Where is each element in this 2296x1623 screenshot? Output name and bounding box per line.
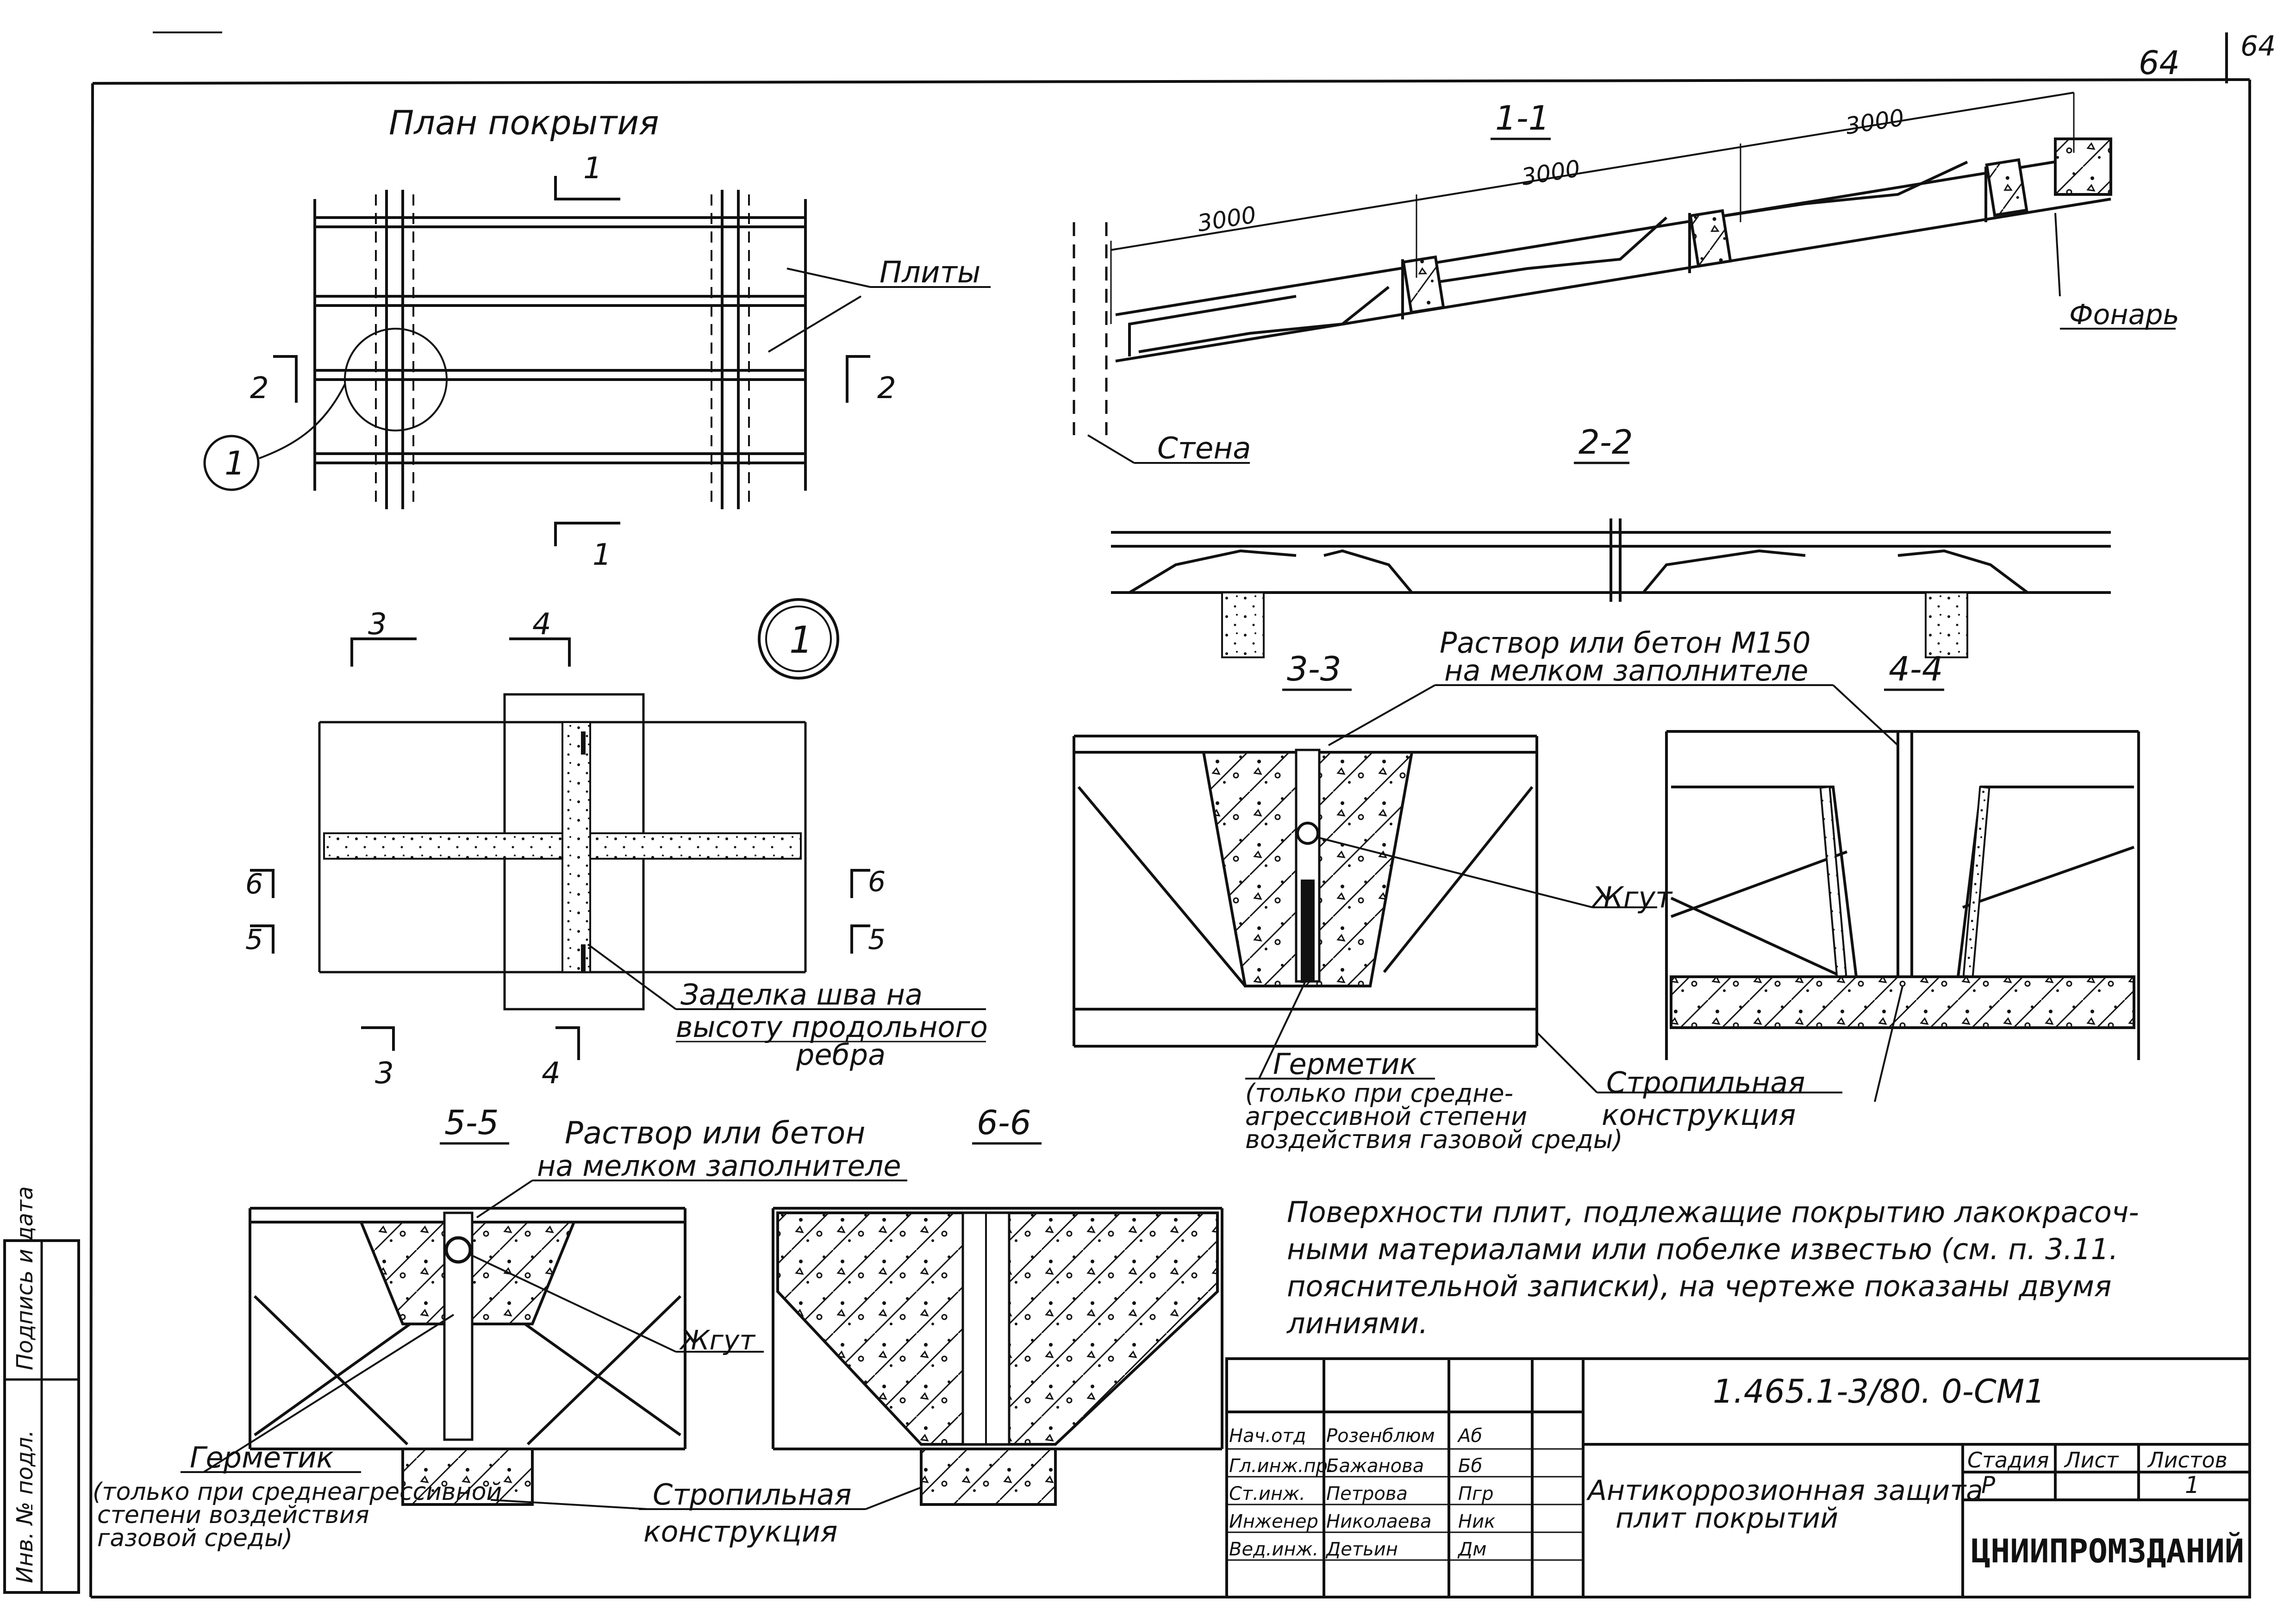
dim-3000-a: 3000	[1196, 201, 1258, 237]
mortar-5-5-line2: на мелком заполнителе	[537, 1149, 901, 1183]
section-1-1: 1-1 Стена 3000 3	[1073, 92, 2179, 466]
note-line1: Поверхности плит, подлежащие покрытию ла…	[1287, 1195, 2139, 1229]
cut-5-right: 5	[868, 924, 886, 956]
rafter-3-3-line2: конструкция	[1602, 1098, 1796, 1132]
cut-1-bottom-label: 1	[593, 538, 611, 572]
tb-sign-2: Пгр	[1458, 1483, 1493, 1504]
cut-4-bottom: 4	[542, 1056, 561, 1091]
tb-role-2: Ст.инж.	[1229, 1483, 1305, 1504]
tb-name-4: Детьин	[1325, 1539, 1398, 1560]
sealant-3-3-line1: (только при средне-	[1245, 1079, 1513, 1108]
mortar-m150-line2: на мелком заполнителе	[1444, 654, 1809, 687]
sealant-5-5-line2: степени воздействия	[97, 1501, 369, 1529]
sealant-3-3-line3: воздействия газовой среды)	[1245, 1125, 1623, 1154]
note-line3: пояснительной записки), на чертеже показ…	[1287, 1269, 2111, 1303]
mortar-m150-line1: Раствор или бетон М150	[1440, 626, 1811, 660]
seam-note-line1: Заделка шва на	[680, 978, 923, 1011]
note-line2: ными материалами или побелке известью (с…	[1287, 1232, 2118, 1266]
sheet-frame	[89, 31, 2251, 1598]
doc-title-line1: Антикоррозионная защита	[1586, 1474, 1983, 1507]
cut-4-top: 4	[532, 607, 551, 642]
tb-sign-3: Ник	[1458, 1511, 1495, 1532]
side-stamp-inv: Инв. № подл.	[12, 1430, 38, 1583]
node-marker-circle	[203, 435, 260, 491]
lantern-label: Фонарь	[2069, 299, 2179, 331]
side-stamp: Инв. № подл. Подпись и дата	[3, 1186, 80, 1594]
mortar-5-5-line1: Раствор или бетон	[565, 1115, 865, 1151]
cut-1-top-label: 1	[583, 151, 602, 186]
section-5-5-title: 5-5	[444, 1103, 499, 1142]
tb-name-1: Бажанова	[1326, 1455, 1424, 1477]
cut-5-left: 5	[245, 924, 263, 956]
node-marker-label: 1	[225, 444, 245, 482]
cut-6-left: 6	[245, 868, 263, 900]
sheets-header: Листов	[2147, 1448, 2227, 1473]
wall-label: Стена	[1157, 431, 1251, 466]
page-number-margin: 64	[2240, 30, 2276, 62]
section-5-5: 5-5 Раствор или бетон на мелком заполнит…	[93, 1103, 973, 1552]
section-4-4: 4-4	[1592, 649, 2140, 1102]
tb-sign-1: Бб	[1458, 1455, 1482, 1477]
plan-node-circle	[344, 328, 448, 431]
tow-label-5-5: Жгут	[679, 1324, 756, 1356]
doc-title-line2: плит покрытий	[1616, 1502, 1838, 1535]
tb-role-3: Инженер	[1229, 1511, 1318, 1532]
dim-3000-c: 3000	[1844, 104, 1906, 140]
page-number: 64	[2139, 44, 2180, 82]
stage-header: Стадия	[1967, 1448, 2049, 1473]
doc-code: 1.465.1-3/80. 0-СМ1	[1713, 1373, 2045, 1411]
sealant-5-5-line1: (только при среднеагрессивной	[93, 1478, 502, 1506]
tb-sign-4: Дм	[1457, 1539, 1486, 1560]
plates-label: Плиты	[880, 256, 980, 290]
cut-3-top: 3	[368, 607, 387, 642]
cut-2-right-label: 2	[877, 371, 896, 406]
tb-name-2: Петрова	[1326, 1483, 1408, 1504]
rafter-5-5-line2: конструкция	[643, 1515, 837, 1548]
cut-3-bottom: 3	[375, 1056, 394, 1091]
title-block: 1.465.1-3/80. 0-СМ1 Антикоррозионная защ…	[1225, 1357, 2251, 1598]
sealant-5-5-line3: газовой среды)	[97, 1524, 293, 1552]
general-note: Поверхности плит, подлежащие покрытию ла…	[1286, 1195, 2139, 1340]
sheet-header: Лист	[2064, 1448, 2119, 1473]
sealant-title-5-5: Герметик	[190, 1441, 334, 1474]
sealant-title-3-3: Герметик	[1273, 1047, 1417, 1081]
note-line4: линиями.	[1286, 1306, 1428, 1340]
sealant-3-3-line2: агрессивной степени	[1245, 1102, 1527, 1131]
node-1-marker-label: 1	[789, 618, 813, 662]
sheets-value: 1	[2185, 1472, 2200, 1498]
tb-name-0: Розенблюм	[1326, 1425, 1435, 1447]
section-3-3: 3-3 Раствор или бетон М150 на мелком зап…	[1073, 626, 1899, 1154]
seam-note-line3: ребра	[796, 1038, 886, 1072]
section-6-6: 6-6	[772, 1103, 1223, 1506]
section-2-2: 2-2	[1111, 423, 2111, 658]
cut-2-left-label: 2	[250, 371, 269, 406]
node-1-detail: 1 3 4 6 5 6 5 3 4 Заделка шва	[245, 598, 988, 1091]
roof-plan-title: План покрытия	[389, 103, 659, 142]
section-3-3-title: 3-3	[1287, 649, 1341, 688]
tb-sign-0: Аб	[1457, 1425, 1482, 1447]
tb-role-4: Вед.инж.	[1229, 1539, 1318, 1560]
tb-role-0: Нач.отд	[1229, 1425, 1306, 1447]
side-stamp-sign: Подпись и дата	[12, 1186, 38, 1370]
section-1-1-title: 1-1	[1495, 99, 1550, 137]
roof-plan: План покрытия 1	[203, 103, 991, 572]
tb-name-3: Николаева	[1326, 1511, 1431, 1532]
node-1-marker-circle	[758, 598, 839, 680]
stage-value: Р	[1981, 1472, 1996, 1498]
section-6-6-title: 6-6	[977, 1103, 1031, 1142]
rafter-3-3-line1: Стропильная	[1606, 1066, 1805, 1099]
tow-label-3-3: Жгут	[1591, 880, 1673, 914]
cut-6-right: 6	[868, 866, 886, 898]
seam-note-line2: высоту продольного	[676, 1010, 988, 1044]
tb-role-1: Гл.инж.пр.	[1229, 1455, 1334, 1477]
organization-name: ЦНИИПРОМЗДАНИЙ	[1971, 1532, 2244, 1570]
section-2-2-title: 2-2	[1578, 423, 1633, 462]
dim-3000-b: 3000	[1520, 155, 1582, 191]
rafter-5-5-line1: Стропильная	[653, 1478, 852, 1511]
section-4-4-title: 4-4	[1889, 649, 1943, 688]
